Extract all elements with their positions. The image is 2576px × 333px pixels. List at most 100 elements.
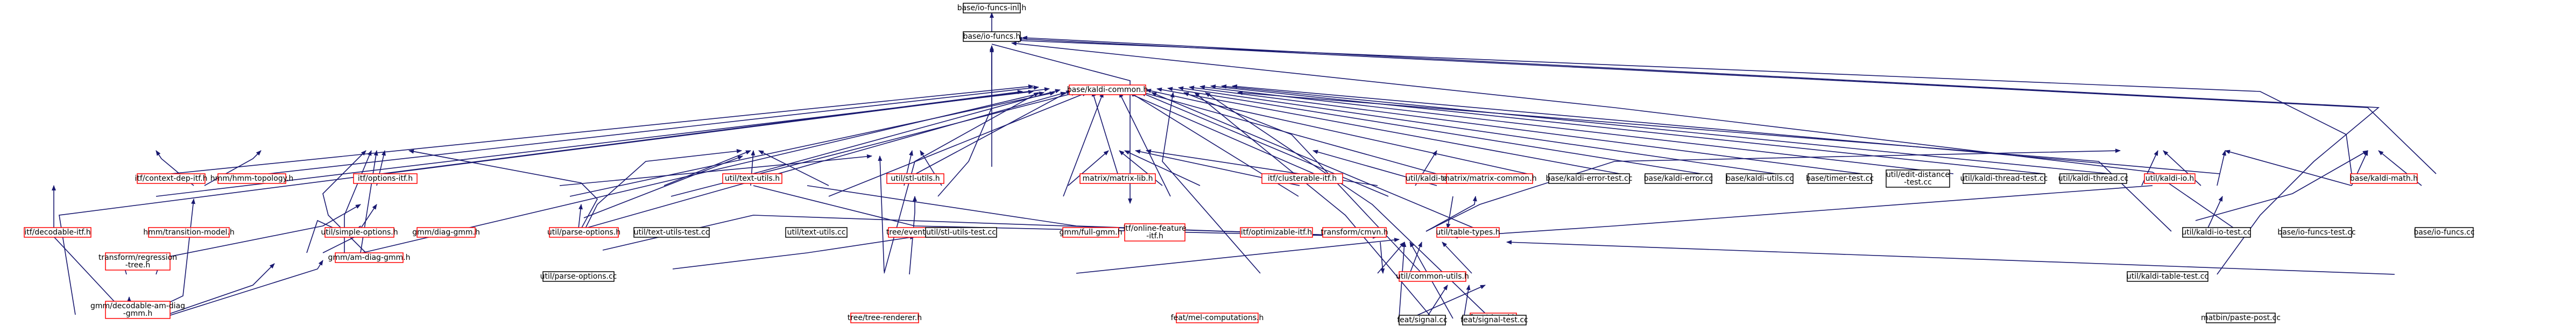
node-box[interactable] (1062, 227, 1119, 238)
file-node[interactable]: util/kaldi-io-test.cc (2182, 227, 2252, 238)
file-node[interactable]: util/text-utils.cc (785, 227, 848, 238)
file-node[interactable]: util/kaldi-table-test.cc (2127, 271, 2208, 282)
file-node[interactable]: itf/options-itf.h (353, 173, 418, 184)
node-box[interactable] (633, 227, 710, 238)
file-node[interactable]: hmm/hmm-topology.h (210, 173, 294, 184)
node-box[interactable] (1079, 173, 1156, 184)
file-node[interactable]: util/kaldi-thread-test.cc (1960, 173, 2048, 184)
file-node[interactable]: gmm/am-diag-gmm.h (328, 252, 411, 263)
file-node[interactable]: base/kaldi-utils.cc (1726, 173, 1794, 184)
node-box[interactable] (417, 227, 476, 238)
file-node[interactable]: base/io-funcs-inl.h (957, 3, 1027, 13)
file-node[interactable]: matrix/matrix-common.h (1442, 173, 1537, 184)
file-node[interactable]: base/kaldi-math.h (2350, 173, 2418, 184)
node-box[interactable] (2206, 313, 2276, 323)
file-node[interactable]: util/text-utils-test.cc (633, 227, 710, 238)
file-node[interactable]: util/common-utils.h (1396, 271, 1469, 282)
file-node[interactable]: util/edit-distance-test.cc (1886, 169, 1950, 188)
file-node[interactable]: gmm/full-gmm.h (1060, 227, 1123, 238)
edge (583, 155, 743, 218)
file-node[interactable]: matbin/paste-post.cc (2201, 313, 2281, 323)
node-box[interactable] (105, 301, 171, 319)
node-box[interactable] (850, 313, 919, 323)
node-box[interactable] (1399, 315, 1446, 325)
node-box[interactable] (24, 227, 91, 238)
node-label: base/timer-test.cc (1806, 174, 1874, 183)
node-box[interactable] (2059, 173, 2127, 184)
node-box[interactable] (324, 227, 394, 238)
file-node[interactable]: feat/signal.cc (1397, 315, 1448, 325)
file-node[interactable]: util/text-utils.h (722, 173, 782, 184)
file-node[interactable]: itf/decodable-itf.h (24, 227, 91, 238)
file-node[interactable]: util/kaldi-thread.cc (2058, 173, 2129, 184)
file-node[interactable]: tree/tree-renderer.h (848, 313, 922, 323)
node-box[interactable] (2281, 227, 2352, 238)
node-box[interactable] (1548, 173, 1630, 184)
node-box[interactable] (785, 227, 848, 238)
file-node[interactable]: gmm/diag-gmm.h (412, 227, 480, 238)
node-box[interactable] (1886, 169, 1950, 188)
node-box[interactable] (2144, 173, 2196, 184)
node-box[interactable] (148, 227, 230, 238)
file-node[interactable]: base/kaldi-error.cc (1644, 173, 1713, 184)
file-node[interactable]: feat/mel-computations.h (1171, 313, 1264, 323)
file-node[interactable]: util/stl-utils-test.cc (925, 227, 997, 238)
file-node[interactable]: util/kaldi-io.h (2144, 173, 2196, 184)
node-box[interactable] (1399, 271, 1466, 282)
node-box[interactable] (2127, 271, 2208, 282)
node-box[interactable] (1726, 173, 1794, 184)
node-box[interactable] (1808, 173, 1872, 184)
node-box[interactable] (963, 3, 1021, 13)
node-box[interactable] (2350, 173, 2418, 184)
node-box[interactable] (549, 227, 619, 238)
file-node[interactable]: util/parse-options.cc (540, 271, 617, 282)
node-box[interactable] (1069, 84, 1146, 95)
node-box[interactable] (722, 173, 782, 184)
file-node[interactable]: matrix/matrix-lib.h (1079, 173, 1156, 184)
node-box[interactable] (886, 173, 944, 184)
file-node[interactable]: feat/signal-test.cc (1460, 315, 1528, 325)
node-box[interactable] (1124, 223, 1185, 242)
file-node[interactable]: gmm/decodable-am-diag-gmm.h (90, 301, 185, 319)
node-box[interactable] (353, 173, 418, 184)
file-node[interactable]: transform/regression-tree.h (98, 252, 177, 271)
node-box[interactable] (925, 227, 997, 238)
node-box[interactable] (2182, 227, 2251, 238)
node-box[interactable] (1462, 315, 1527, 325)
node-box[interactable] (1963, 173, 2045, 184)
file-node[interactable]: base/io-funcs.cc (2413, 227, 2475, 238)
node-box[interactable] (1436, 227, 1500, 238)
node-box[interactable] (1176, 313, 1259, 323)
file-node[interactable]: hmm/transition-model.h (143, 227, 235, 238)
file-node[interactable]: itf/context-dep-itf.h (135, 173, 208, 184)
node-box[interactable] (2415, 227, 2474, 238)
file-node[interactable]: itf/online-feature-itf.h (1123, 223, 1187, 242)
file-node[interactable]: transform/cmvn.h (1321, 227, 1388, 238)
file-node[interactable]: itf/optimizable-itf.h (1240, 227, 1313, 238)
file-node[interactable]: util/simple-options.h (321, 227, 398, 238)
node-box[interactable] (963, 31, 1021, 42)
file-node[interactable]: base/timer-test.cc (1806, 173, 1874, 184)
node-box[interactable] (217, 173, 286, 184)
file-node[interactable]: base/kaldi-error-test.cc (1545, 173, 1633, 184)
file-node[interactable]: itf/clusterable-itf.h (1261, 173, 1343, 184)
node-box[interactable] (542, 271, 615, 282)
node-box[interactable] (1645, 173, 1712, 184)
file-node[interactable]: util/stl-utils.h (886, 173, 944, 184)
edge (1011, 41, 2239, 232)
node-box[interactable] (335, 252, 404, 263)
file-node[interactable]: util/table-types.h (1436, 227, 1500, 238)
file-node[interactable]: base/io-funcs.h (963, 31, 1021, 42)
file-node[interactable]: util/parse-options.h (547, 227, 620, 238)
node-box[interactable] (105, 252, 171, 271)
node-box[interactable] (1322, 227, 1387, 238)
edge (268, 86, 1039, 174)
node-label: util/parse-options.h (547, 228, 620, 237)
node-box[interactable] (1240, 227, 1313, 238)
file-node[interactable]: base/kaldi-common.h (1067, 84, 1148, 95)
file-node[interactable]: base/io-funcs-test.cc (2277, 227, 2356, 238)
node-box[interactable] (1261, 173, 1343, 184)
edge (1446, 196, 1453, 229)
node-box[interactable] (137, 173, 206, 184)
node-box[interactable] (1446, 173, 1533, 184)
